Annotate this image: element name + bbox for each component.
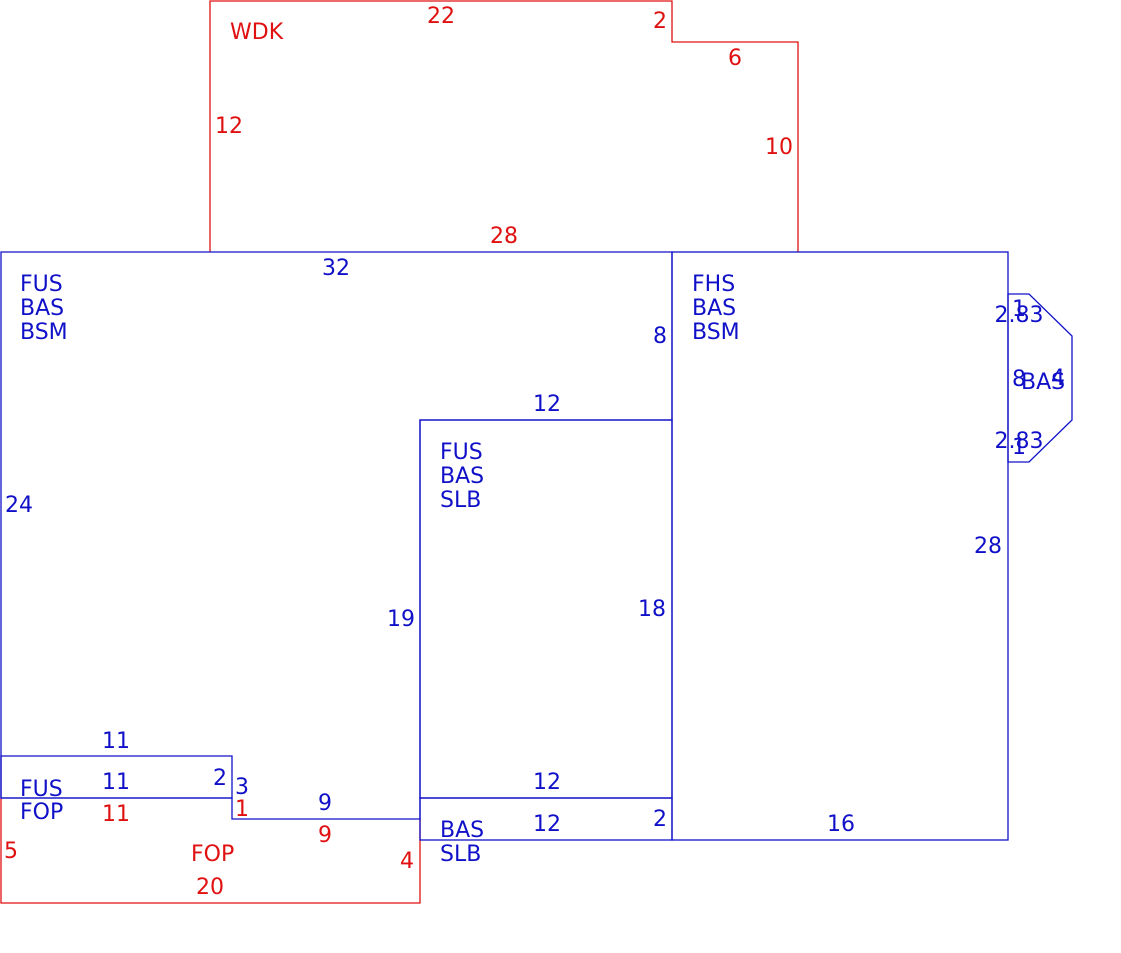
fus-fop-outline (0, 755, 233, 799)
bas-slb-dim-right: 2 (653, 807, 667, 832)
main-left-dim-left: 24 (5, 493, 33, 518)
bay-dim-top-diag-b: 1 (1012, 297, 1026, 322)
main-left-dim-top: 32 (322, 256, 350, 281)
bas-slb-code-2: SLB (440, 842, 481, 867)
bay-dim-side: 8 (1012, 367, 1026, 392)
fop-outline (0, 798, 421, 904)
middle-code-3: SLB (440, 488, 481, 513)
main-left-code-3: BSM (20, 320, 68, 345)
bay-dim-top-diag-a: 2.83 (995, 303, 1044, 328)
bay-dim-bottom-diag-a: 2.83 (995, 429, 1044, 454)
bay-dim-bottom-diag-b: 1 (1012, 435, 1026, 460)
fus-fop-code-1: FUS (20, 777, 63, 802)
fus-fop-dim-right: 2 (213, 766, 227, 791)
fus-fop-code-2: FOP (20, 800, 63, 825)
fus-fop-dim-top: 11 (102, 729, 130, 754)
right-wing-dim-bottom: 16 (827, 812, 855, 837)
fop-dim-bottom: 20 (196, 875, 224, 900)
right-wing-code-1: FHS (692, 272, 735, 297)
right-wing-code-3: BSM (692, 320, 740, 345)
right-wing-dim-right: 28 (974, 534, 1002, 559)
main-left-code-2: BAS (20, 296, 64, 321)
right-wing-outline (671, 251, 1009, 841)
fop-dim-step: 1 (235, 797, 249, 822)
middle-code-1: FUS (440, 440, 483, 465)
wdk-code: WDK (230, 20, 284, 45)
fop-dim-step-upper: 3 (235, 775, 249, 800)
wdk-dim-bottom: 28 (490, 224, 518, 249)
wdk-outline (209, 0, 799, 252)
fop-dim-top-right: 9 (318, 823, 332, 848)
fus-fop-dim-middle: 11 (102, 770, 130, 795)
main-left-code-1: FUS (20, 272, 63, 297)
bas-slb-dim-bottom: 12 (533, 812, 561, 837)
bay-outline (1007, 293, 1073, 463)
main-left-dim-bottom-ledge: 9 (318, 791, 332, 816)
middle-code-2: BAS (440, 464, 484, 489)
fop-dim-right: 4 (400, 849, 414, 874)
wdk-dim-left: 12 (215, 114, 243, 139)
bas-slb-code-1: BAS (440, 818, 484, 843)
main-left-dim-inner-vertical: 19 (387, 607, 415, 632)
bas-slb-outline (419, 797, 673, 841)
fop-dim-top-left: 11 (102, 802, 130, 827)
middle-dim-right: 18 (638, 597, 666, 622)
wdk-dim-top: 22 (427, 4, 455, 29)
middle-dim-top: 12 (533, 392, 561, 417)
wdk-dim-step-vertical: 2 (653, 9, 667, 34)
bay-dim-front: 4 (1051, 366, 1065, 391)
wdk-dim-step-horizontal: 6 (728, 46, 742, 71)
main-left-dim-right-upper: 8 (653, 324, 667, 349)
right-wing-code-2: BAS (692, 296, 736, 321)
fop-dim-left: 5 (4, 839, 18, 864)
wdk-dim-right: 10 (765, 135, 793, 160)
fop-code: FOP (191, 842, 234, 867)
middle-dim-bottom: 12 (533, 770, 561, 795)
bay-code: BAS (1021, 370, 1065, 395)
